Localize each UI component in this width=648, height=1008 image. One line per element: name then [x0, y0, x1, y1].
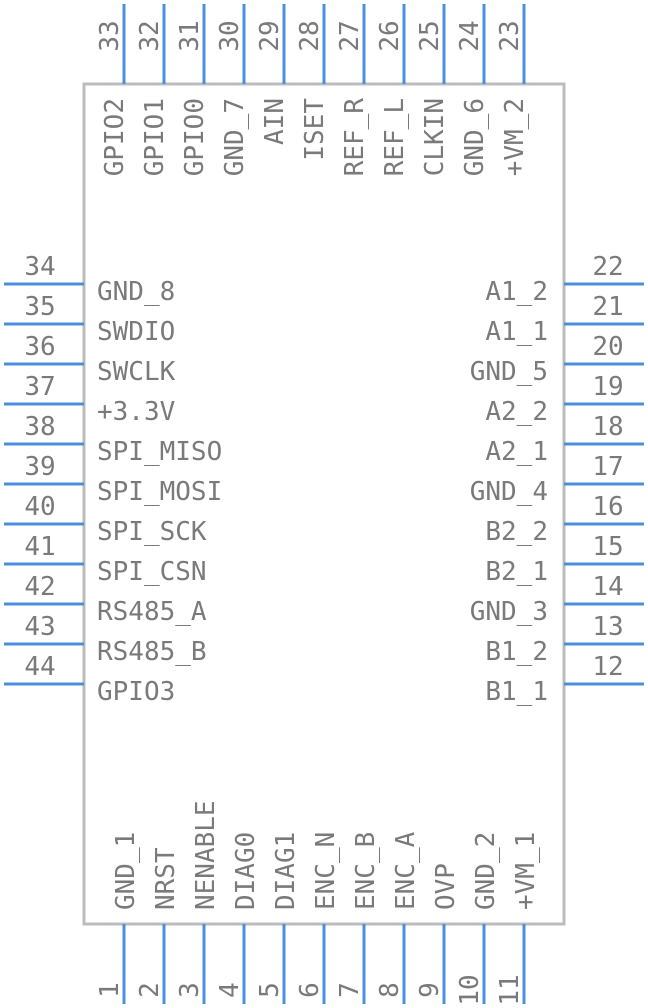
pin-label: GPIO0 [180, 98, 210, 176]
pin-number: 34 [24, 252, 55, 282]
pin-number: 38 [24, 412, 55, 442]
pin-label: NENABLE [191, 800, 221, 910]
pin-label: NRST [151, 847, 181, 910]
pin-number: 11 [495, 974, 525, 1005]
pin-label: +VM_1 [511, 832, 541, 910]
pin-number: 4 [215, 982, 245, 998]
pin-number: 18 [592, 412, 623, 442]
pin-label: GND_7 [220, 98, 250, 176]
pin-label: A1_1 [485, 317, 548, 347]
pin-number: 32 [135, 20, 165, 51]
pin-number: 16 [592, 492, 623, 522]
pin-label: +3.3V [97, 397, 175, 427]
pin-number: 39 [24, 452, 55, 482]
pin-label: B1_2 [485, 637, 548, 667]
pin-number: 19 [592, 372, 623, 402]
pin-label: GPIO2 [100, 98, 130, 176]
pin-number: 27 [335, 20, 365, 51]
pin-number: 7 [335, 982, 365, 998]
pin-label: SWCLK [97, 357, 176, 387]
pin-number: 12 [592, 652, 623, 682]
pin-number: 44 [24, 652, 55, 682]
pin-label: GND_3 [470, 597, 548, 627]
pin-label: SWDIO [97, 317, 175, 347]
pin-label: B1_1 [485, 677, 548, 707]
pin-label: DIAG0 [231, 832, 261, 910]
pin-label: A1_2 [485, 277, 548, 307]
pin-label: B2_1 [485, 557, 548, 587]
pins-group: 1 GND_1 2 NRST 3 NENABLE 4 DIAG0 5 DIAG1 6 ENC_N 7 EN… [4, 4, 644, 1006]
pin-number: 17 [592, 452, 623, 482]
pin-number: 22 [592, 252, 623, 282]
pin-label: +VM_2 [500, 98, 530, 176]
pin-number: 6 [295, 982, 325, 998]
pin-number: 33 [95, 20, 125, 51]
pin-number: 42 [24, 572, 55, 602]
pin-number: 43 [24, 612, 55, 642]
pin-number: 13 [592, 612, 623, 642]
pin-number: 36 [24, 332, 55, 362]
pin-label: AIN [260, 98, 290, 145]
pin-label: REF_R [340, 98, 370, 177]
pin-label: GND_5 [470, 357, 548, 387]
pin-label: GPIO3 [97, 677, 175, 707]
pin-label: SPI_MISO [97, 437, 222, 467]
pin-number: 9 [415, 982, 445, 998]
pin-label: SPI_MOSI [97, 477, 222, 507]
pin-number: 5 [255, 982, 285, 998]
pin-label: A2_2 [485, 397, 548, 427]
pin-number: 41 [24, 532, 55, 562]
pin-label: GPIO1 [140, 98, 170, 176]
pin-label: RS485_B [97, 637, 207, 667]
pin-label: RS485_A [97, 597, 207, 627]
pin-number: 35 [24, 292, 55, 322]
pin-number: 10 [455, 974, 485, 1005]
pin-number: 15 [592, 532, 623, 562]
pin-label: ENC_A [391, 831, 421, 910]
pin-label: CLKIN [420, 98, 450, 176]
pin-label: ISET [300, 98, 330, 161]
pin-number: 29 [255, 20, 285, 51]
pin-number: 37 [24, 372, 55, 402]
pin-label: GND_2 [471, 832, 501, 910]
pin-label: ENC_N [311, 832, 341, 910]
pin-number: 31 [175, 20, 205, 51]
pin-label: B2_2 [485, 517, 548, 547]
pin-label: REF_L [380, 98, 410, 176]
pin-label: GND_1 [111, 832, 141, 910]
pin-label: SPI_CSN [97, 557, 207, 587]
pin-number: 3 [175, 982, 205, 998]
pin-number: 20 [592, 332, 623, 362]
pin-label: A2_1 [485, 437, 548, 467]
pin-number: 30 [215, 20, 245, 51]
pin-number: 26 [375, 20, 405, 51]
pin-label: GND_4 [470, 477, 548, 507]
pin-number: 25 [415, 20, 445, 51]
pin-label: ENC_B [351, 832, 381, 910]
pin-number: 8 [375, 982, 405, 998]
pin-number: 2 [135, 982, 165, 998]
pin-number: 1 [95, 982, 125, 998]
pin-number: 14 [592, 572, 623, 602]
pin-label: SPI_SCK [97, 517, 207, 547]
pin-label: OVP [431, 863, 461, 910]
pin-label: DIAG1 [271, 832, 301, 910]
pin-label: GND_8 [97, 277, 175, 307]
pin-number: 21 [592, 292, 623, 322]
pin-label: GND_6 [460, 98, 490, 176]
pin-number: 23 [495, 20, 525, 51]
pin-number: 24 [455, 20, 485, 51]
pin-number: 28 [295, 20, 325, 51]
pin-number: 40 [24, 492, 55, 522]
